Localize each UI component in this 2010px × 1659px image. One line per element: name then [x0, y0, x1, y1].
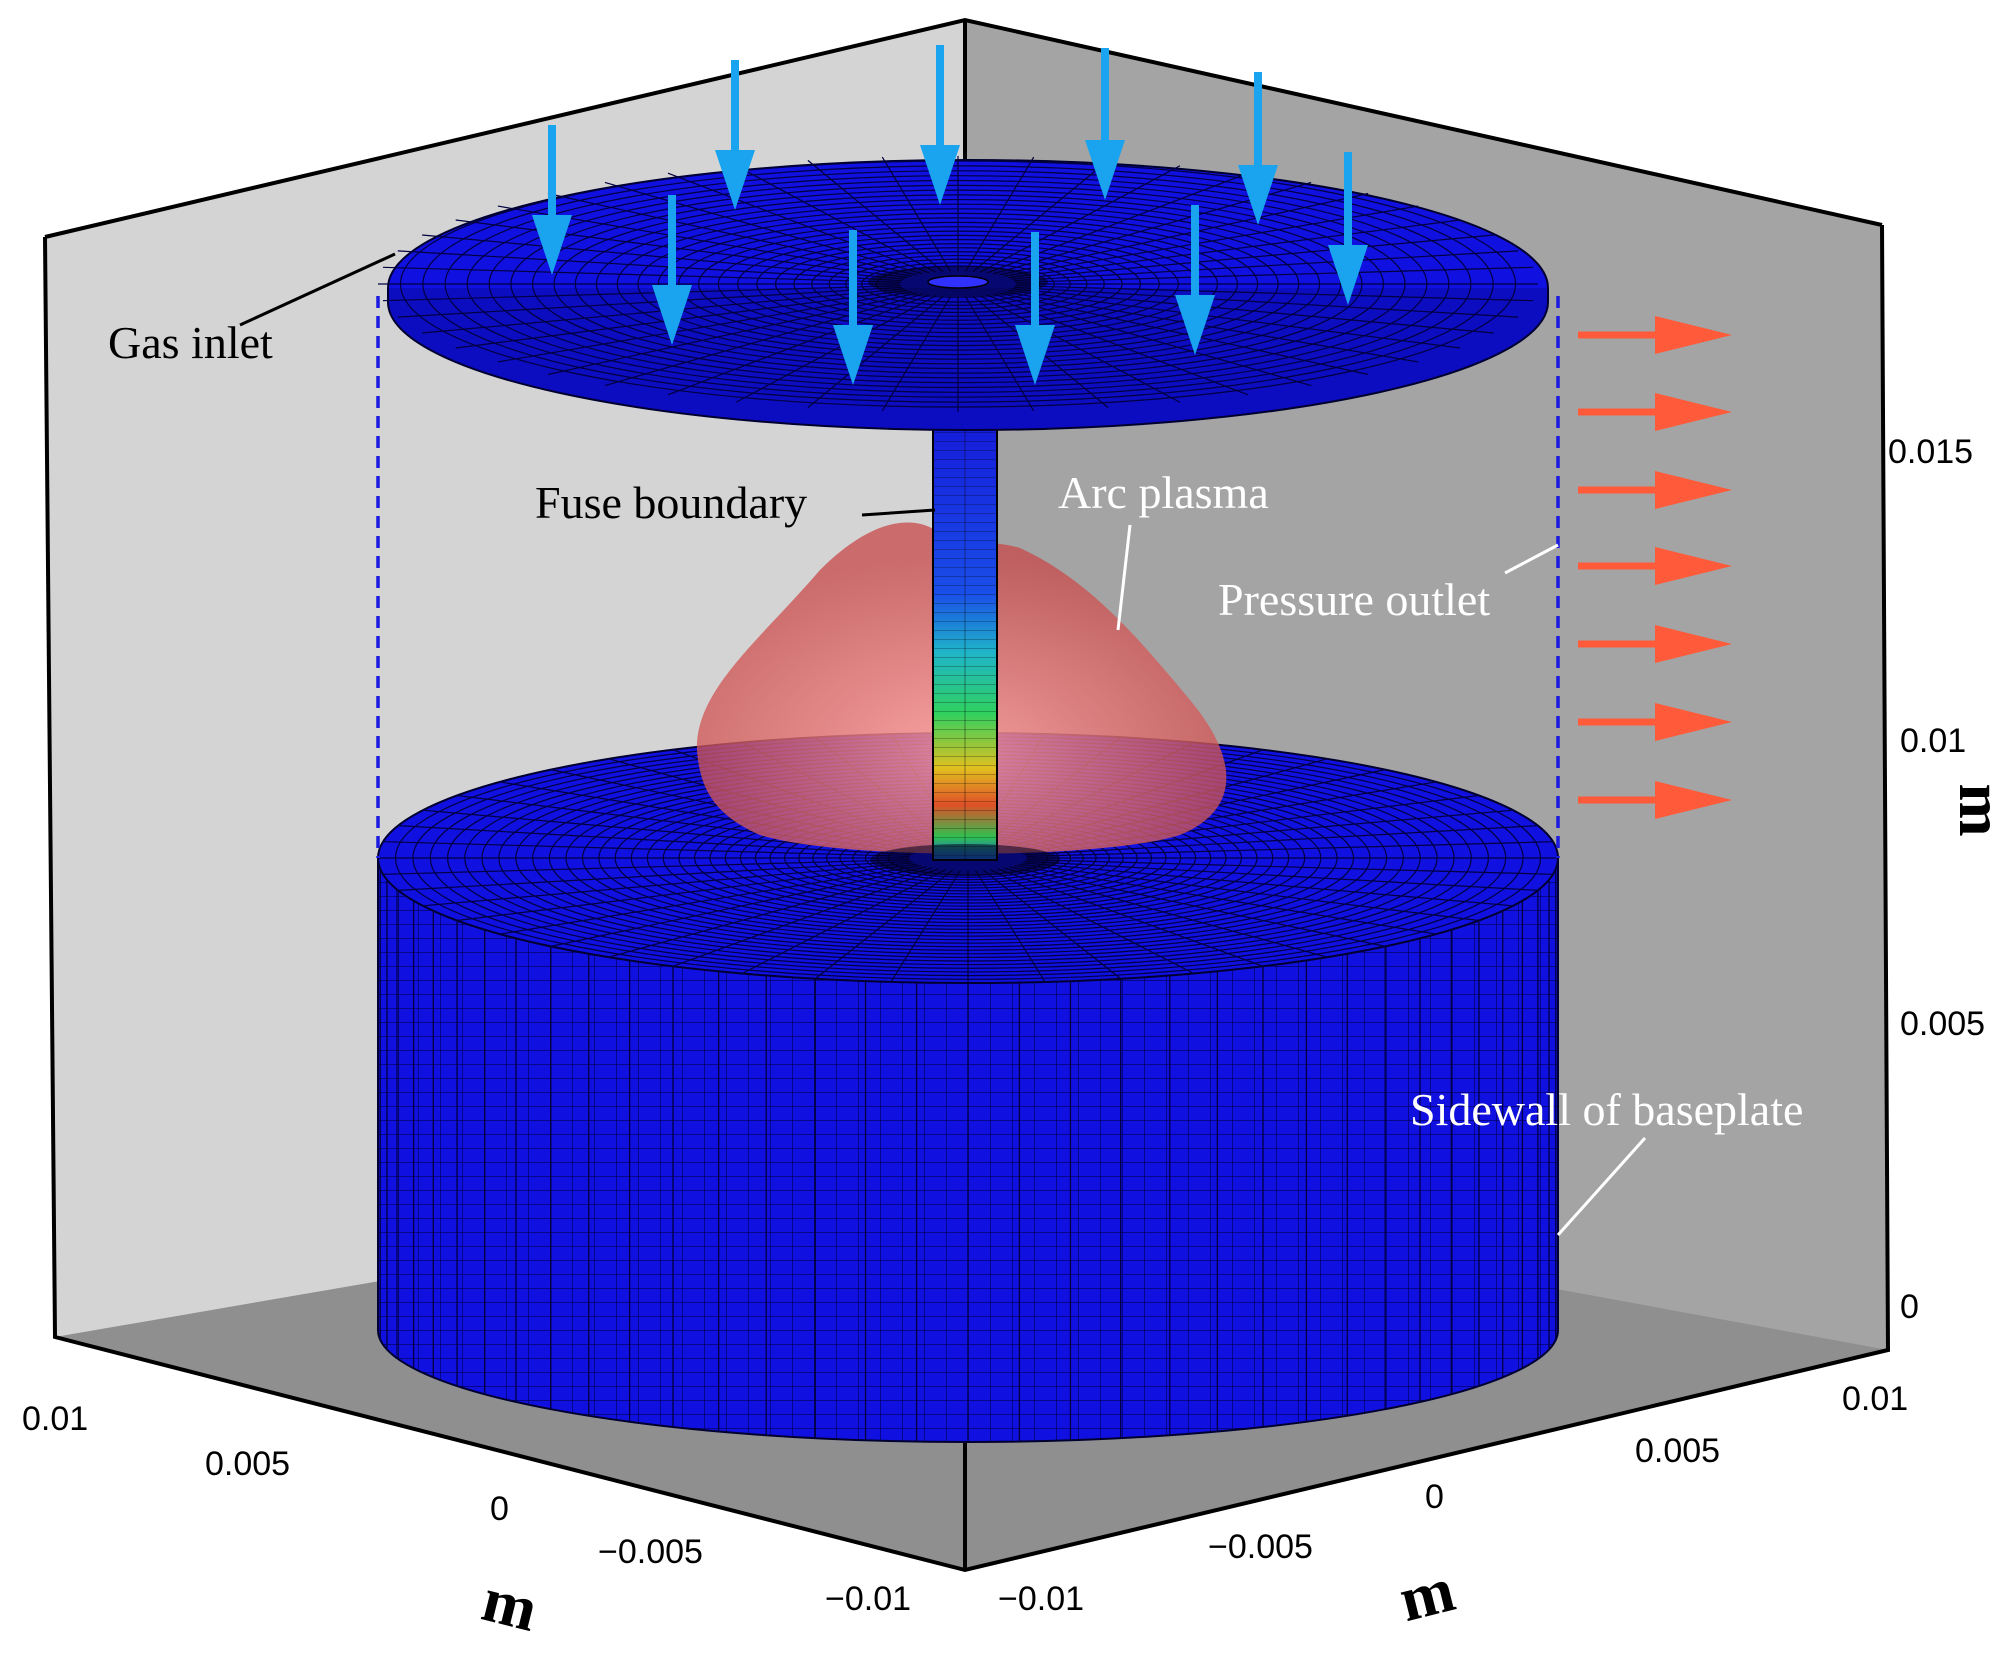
fuse-boundary-leader [861, 508, 936, 517]
arrow-right-icon [1578, 471, 1732, 509]
arrow-down-icon [1085, 48, 1125, 200]
arrow-down-icon [532, 125, 572, 275]
right-floor-tick: −0.005 [1208, 1528, 1313, 1566]
arrow-right-icon [1578, 393, 1732, 431]
left-floor-tick: 0 [490, 1490, 509, 1528]
left-floor-axis-unit: m [476, 1563, 545, 1645]
vertical-tick: 0.015 [1888, 433, 1973, 471]
gas-inlet-label: Gas inlet [108, 317, 273, 368]
inlet-arrows [532, 45, 1368, 385]
arrow-down-icon [715, 60, 755, 210]
arrow-down-icon [1238, 72, 1278, 225]
arrow-right-icon [1578, 316, 1732, 354]
right-floor-tick: 0.01 [1842, 1380, 1908, 1418]
vertical-axis: 0 0.005 0.01 0.015 m [1888, 433, 2010, 1326]
arrow-down-icon [1175, 205, 1215, 355]
sidewall-mesh-lines [379, 868, 1557, 1442]
vertical-tick: 0.01 [1900, 722, 1966, 760]
vertical-tick: 0.005 [1900, 1005, 1985, 1043]
right-floor-tick: 0 [1425, 1478, 1444, 1516]
fuse-boundary-label: Fuse boundary [535, 477, 807, 528]
right-floor-tick: 0.005 [1635, 1432, 1720, 1470]
left-floor-tick: 0.005 [205, 1445, 290, 1483]
fuse [870, 399, 1060, 876]
arrow-down-icon [920, 45, 960, 205]
right-floor-tick: −0.01 [998, 1580, 1084, 1618]
annotation-leaders [239, 252, 1647, 1237]
left-floor-tick: −0.005 [598, 1533, 703, 1571]
left-floor-tick: 0.01 [22, 1400, 88, 1438]
vertical-tick: 0 [1900, 1288, 1919, 1326]
arrow-down-icon [833, 230, 873, 385]
sidewall-label: Sidewall of baseplate [1410, 1084, 1803, 1135]
arrow-down-icon [1015, 232, 1055, 385]
arrow-right-icon [1578, 625, 1732, 663]
arrow-right-icon [1578, 547, 1732, 585]
arrow-down-icon [1328, 152, 1368, 305]
arc-plasma-leader [1116, 524, 1132, 631]
arrow-right-icon [1578, 781, 1732, 819]
gas-inlet-leader [239, 252, 396, 327]
left-floor-tick: −0.01 [825, 1580, 911, 1618]
domain-outline [376, 296, 1560, 858]
right-floor-axis: −0.01 −0.005 0 0.005 0.01 m [998, 1380, 1908, 1635]
arrow-right-icon [1578, 703, 1732, 741]
pressure-outlet-label: Pressure outlet [1218, 574, 1490, 625]
pressure-outlet-leader [1504, 543, 1559, 575]
vertical-axis-unit: m [1946, 783, 2010, 836]
outlet-arrows [1578, 316, 1732, 819]
arc-plasma-label: Arc plasma [1058, 467, 1269, 518]
right-floor-axis-unit: m [1392, 1553, 1461, 1635]
arrow-down-icon [652, 195, 692, 345]
sidewall-leader [1556, 1136, 1647, 1237]
